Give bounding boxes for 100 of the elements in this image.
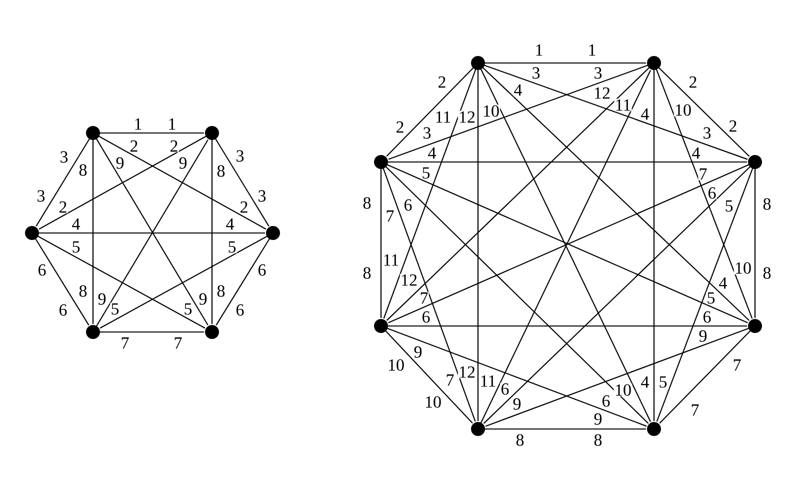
number-label: 11 bbox=[382, 254, 400, 266]
number-label: 8 bbox=[593, 434, 603, 446]
edge-label: 12 bbox=[592, 86, 612, 100]
vertex-dot bbox=[86, 126, 100, 140]
edge-label: 4 bbox=[513, 84, 523, 96]
number-label: 3 bbox=[36, 190, 46, 202]
number-label: 3 bbox=[422, 126, 432, 140]
edge-line bbox=[483, 164, 752, 424]
edge-label: 10 bbox=[674, 104, 692, 116]
number-label: 12 bbox=[400, 274, 418, 286]
edge-label: 6 bbox=[37, 264, 47, 276]
edge-line bbox=[482, 62, 646, 64]
number-label: 6 bbox=[601, 394, 611, 408]
edge-label: 6 bbox=[707, 186, 717, 200]
number-label: 9 bbox=[593, 412, 603, 426]
number-label: 3 bbox=[702, 126, 712, 140]
edge-label: 7 bbox=[732, 358, 742, 372]
edge-label: 9 bbox=[698, 330, 708, 342]
number-label: 10 bbox=[614, 384, 632, 396]
number-label: 7 bbox=[445, 374, 455, 386]
edge-label: 2 bbox=[169, 140, 179, 152]
edge-line bbox=[485, 327, 751, 427]
edge-label: 3 bbox=[531, 66, 541, 80]
number-label: 2 bbox=[728, 120, 738, 132]
edge-label: 4 bbox=[71, 218, 81, 230]
edge-label: 8 bbox=[362, 196, 372, 210]
edge-line bbox=[92, 138, 94, 324]
vertex-dot bbox=[647, 422, 661, 436]
edge-line bbox=[383, 67, 477, 319]
edge-label: 8 bbox=[216, 164, 226, 178]
edge-line bbox=[36, 136, 92, 226]
edge-line bbox=[100, 234, 270, 329]
edge-label: 3 bbox=[235, 150, 245, 162]
number-label: 6 bbox=[500, 382, 510, 396]
edge-label: 4 bbox=[640, 108, 650, 120]
number-label: 6 bbox=[58, 304, 68, 316]
number-label: 8 bbox=[762, 266, 772, 280]
number-label: 7 bbox=[690, 404, 700, 416]
edge-line bbox=[98, 132, 204, 134]
edge-line bbox=[36, 232, 265, 234]
vertex-dot bbox=[266, 226, 280, 240]
edge-label: 2 bbox=[437, 76, 447, 88]
vertex-dot bbox=[25, 226, 39, 240]
number-label: 8 bbox=[216, 284, 226, 298]
vertex-dot bbox=[374, 319, 388, 333]
edge-label: 9 bbox=[97, 292, 107, 306]
number-label: 5 bbox=[183, 302, 193, 316]
edge-label: 11 bbox=[434, 110, 452, 124]
edge-line bbox=[382, 166, 476, 422]
edge-label: 5 bbox=[724, 200, 734, 212]
edge-line bbox=[211, 138, 213, 324]
edge-label: 8 bbox=[515, 434, 525, 446]
edge-label: 8 bbox=[78, 164, 88, 176]
edge-line bbox=[96, 134, 266, 230]
edge-label: 9 bbox=[413, 346, 423, 358]
edge-line bbox=[659, 328, 752, 424]
edge-line bbox=[34, 236, 90, 326]
edge-label: 2 bbox=[129, 140, 139, 152]
number-label: 11 bbox=[614, 98, 632, 112]
edge-label: 6 bbox=[257, 264, 267, 276]
edge-line bbox=[653, 68, 655, 421]
edge-line bbox=[216, 236, 271, 326]
number-label: 2 bbox=[239, 200, 249, 214]
number-label: 7 bbox=[419, 292, 429, 304]
number-label: 5 bbox=[658, 376, 668, 388]
number-label: 9 bbox=[198, 292, 208, 306]
edge-line bbox=[214, 136, 270, 226]
edge-label: 4 bbox=[427, 146, 437, 160]
number-label: 4 bbox=[691, 146, 701, 160]
edge-label: 5 bbox=[421, 166, 431, 180]
number-label: 6 bbox=[702, 310, 712, 324]
edge-line bbox=[482, 428, 646, 430]
edge-line bbox=[481, 66, 750, 321]
vertex-dot bbox=[374, 155, 388, 169]
number-label: 9 bbox=[178, 156, 188, 170]
number-label: 4 bbox=[225, 218, 235, 230]
edge-label: 5 bbox=[227, 240, 237, 254]
edge-label: 12 bbox=[458, 110, 476, 124]
number-label: 3 bbox=[257, 190, 267, 202]
edge-label: 3 bbox=[59, 150, 69, 164]
number-label: 1 bbox=[167, 118, 177, 130]
edge-line bbox=[38, 134, 208, 230]
number-label: 2 bbox=[395, 120, 405, 134]
edge-label: 10 bbox=[386, 358, 406, 372]
edge-line bbox=[36, 234, 206, 329]
number-label: 5 bbox=[110, 302, 120, 316]
vertex-dot bbox=[205, 126, 219, 140]
edge-line bbox=[482, 64, 748, 160]
edge-label: 1 bbox=[133, 118, 143, 130]
edge-label: 6 bbox=[421, 310, 431, 324]
edge-label: 2 bbox=[688, 76, 698, 88]
edge-label: 5 bbox=[71, 240, 81, 254]
edge-label: 3 bbox=[593, 66, 603, 80]
number-label: 8 bbox=[362, 266, 372, 280]
edge-line bbox=[477, 68, 479, 421]
number-label: 6 bbox=[235, 304, 245, 316]
number-label: 12 bbox=[458, 366, 476, 378]
edge-label: 11 bbox=[479, 374, 497, 388]
number-label: 10 bbox=[424, 396, 442, 408]
edge-line bbox=[386, 66, 476, 157]
